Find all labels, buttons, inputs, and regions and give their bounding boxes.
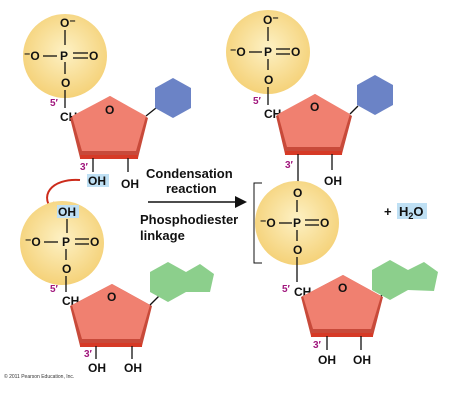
ring-o: O [105,103,114,117]
atom-o: O [320,216,329,230]
oh-highlight [87,174,109,187]
atom-oh: OH [58,205,76,219]
ring-o: O [310,100,319,114]
phosphate-sphere [20,201,104,285]
atom-oh: OH [318,353,336,367]
atom-o: O [62,262,71,276]
prime-5: 5′ [50,98,59,109]
phosphodiester-phosphate: O ⁻O P O O [255,181,339,282]
prime-5: 5′ [282,284,291,295]
purine-base [150,262,214,302]
right-bottom-nucleotide: 5′ CH₂ O 3′ OH OH [282,260,438,367]
ring-o: O [107,290,116,304]
atom-o: O [61,76,70,90]
deoxyribose-sugar: O [301,275,383,337]
atom-oh: OH [124,361,142,375]
atom-oh: OH [121,177,139,191]
deoxyribose-sugar: O [70,96,148,159]
purine-base [372,260,438,300]
atom-o: O [293,186,302,200]
plus-water-label: + [384,204,392,219]
atom-o: O [293,243,302,257]
prime-3: 3′ [285,160,294,171]
atom-o-minus: O⁻ [263,13,279,27]
atom-p: P [60,49,68,63]
atom-oh: OH [324,174,342,188]
deoxyribose-sugar: O [276,94,352,155]
deoxyribose-sugar: O [70,284,152,347]
left-top-nucleotide: O⁻ ⁻O P O O 5′ CH₂ O 3′ OH OH [23,14,191,191]
atom-minus-o: ⁻O [260,216,276,230]
water-highlight [397,203,427,219]
copyright-notice: © 2011 Pearson Education, Inc. [4,373,74,380]
prime-5: 5′ [253,96,262,107]
prime-3: 3′ [313,340,322,351]
atom-o: O [291,45,300,59]
atom-p: P [264,45,272,59]
linkage-bracket [253,182,262,264]
pyrimidine-base [155,78,191,118]
atom-o: O [90,235,99,249]
atom-p: P [293,216,301,230]
atom-p: P [62,235,70,249]
atom-minus-o: ⁻O [24,49,40,63]
linkage-label: linkage [140,228,185,243]
phosphate-sphere [23,14,107,98]
atom-o: O [89,49,98,63]
condensation-label: Condensation [146,166,233,181]
plus-sign: + [384,204,392,219]
left-bottom-nucleotide: OH ⁻O P O O 5′ CH₂ O 3′ OH OH [20,201,214,375]
atom-oh: OH [353,353,371,367]
water-formula: H2O [399,204,424,221]
atom-o: O [264,73,273,87]
phosphate-sphere [226,10,310,94]
reaction-label: reaction [166,181,217,196]
phosphate-sphere [255,181,339,265]
prime-3: 3′ [84,349,93,360]
ring-o: O [338,281,347,295]
atom-minus-o: ⁻O [25,235,41,249]
atom-oh: OH [88,174,106,188]
atom-oh: OH [88,361,106,375]
oh-highlight [57,205,79,218]
phosphodiester-label: Phosphodiester [140,212,238,227]
atom-o-minus: O⁻ [60,16,76,30]
prime-3: 3′ [80,162,89,173]
prime-5: 5′ [50,284,59,295]
pyrimidine-base [357,75,393,115]
atom-minus-o: ⁻O [230,45,246,59]
right-top-nucleotide: O⁻ ⁻O P O O 5′ CH₂ O 3′ OH [226,10,393,188]
